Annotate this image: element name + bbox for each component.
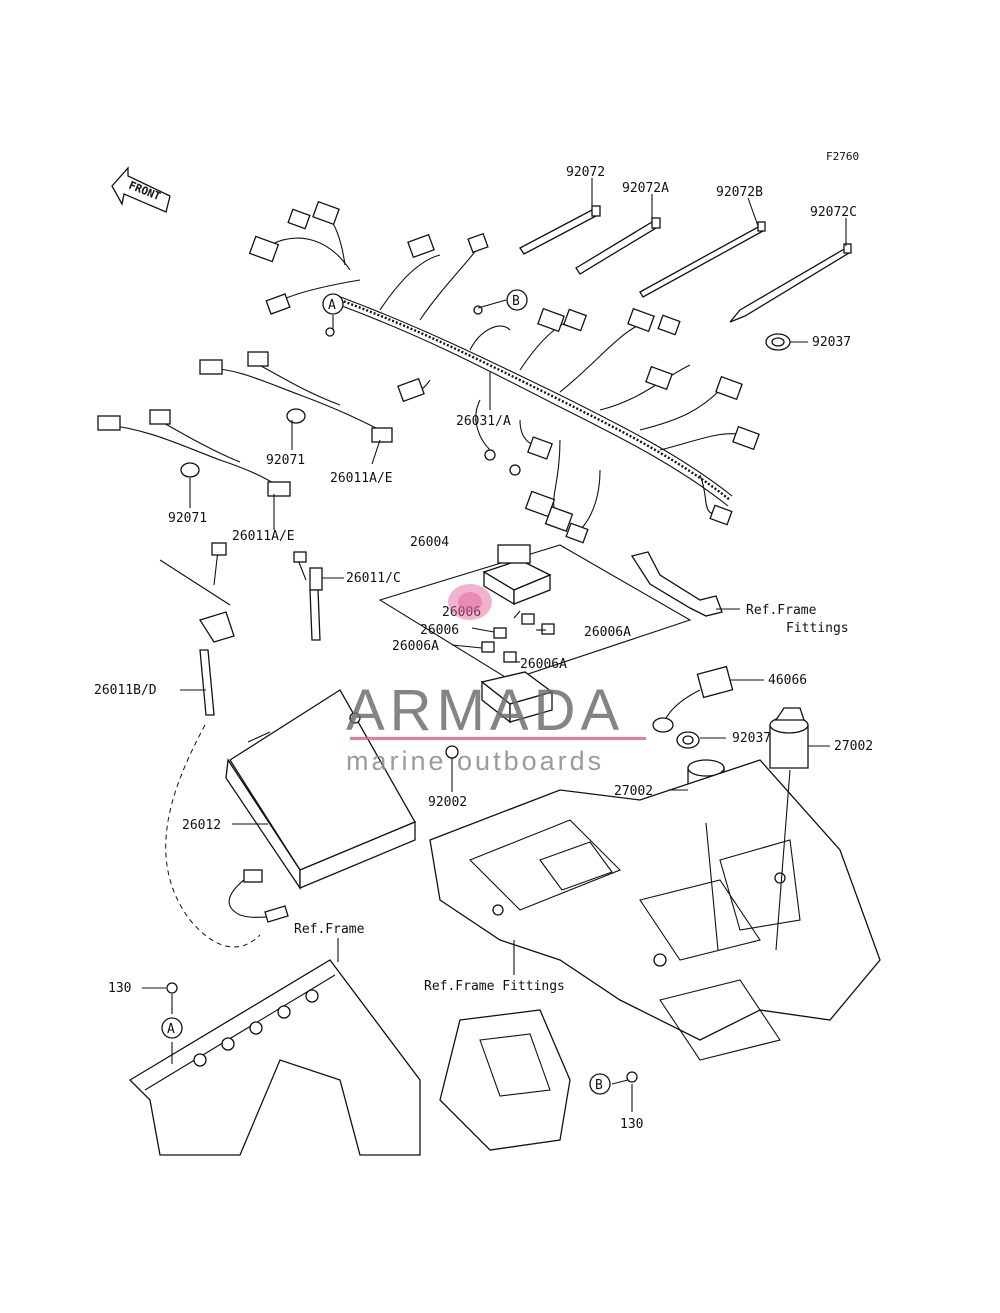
label-92071-b: 92071 — [168, 511, 207, 526]
cable-tie-92072c — [729, 243, 852, 323]
cable-tie-92072a — [575, 217, 661, 275]
watermark-underline — [350, 737, 646, 740]
fuse-box-26004 — [378, 544, 692, 724]
label-130-b: 130 — [620, 1117, 643, 1132]
ref-frame-main — [128, 959, 421, 1156]
callout-labels: 92072 92072A 92072B 92072C 92037 26031/A… — [94, 165, 873, 1132]
front-arrow-icon: FRONT — [111, 166, 171, 213]
ref-frame-bracket-right — [439, 1009, 638, 1151]
label-92037-top: 92037 — [812, 335, 851, 350]
label-92072: 92072 — [566, 165, 605, 180]
marker-b-bottom: B — [595, 1078, 603, 1093]
label-46066: 46066 — [768, 673, 807, 688]
label-26011bd: 26011B/D — [94, 683, 157, 698]
battery-cable-26011c — [293, 551, 323, 641]
figure-id: F2760 — [826, 150, 859, 163]
armada-watermark: ARMADA marine outboards — [346, 584, 646, 776]
leader-lines — [142, 178, 847, 1112]
label-26004: 26004 — [410, 535, 449, 550]
label-92072a: 92072A — [622, 181, 669, 196]
label-92071-a: 92071 — [266, 453, 305, 468]
watermark-tagline: marine outboards — [346, 746, 604, 776]
label-26031a: 26031/A — [456, 414, 511, 429]
sub-harness-26011ae-upper — [199, 351, 393, 443]
relay-46066 — [652, 665, 734, 733]
label-ref-frame: Ref.Frame — [294, 922, 365, 937]
battery-cable-26011bd — [159, 542, 235, 716]
label-ref-frame-fittings-3: Ref.Frame Fittings — [424, 979, 565, 994]
marker-a-bottom: A — [167, 1022, 175, 1037]
label-26011ae-b: 26011A/E — [232, 529, 295, 544]
cable-tie-92072b — [639, 221, 766, 298]
label-27002-a: 27002 — [834, 739, 873, 754]
battery-tray-frame-fittings — [429, 759, 881, 1061]
watermark-brand: ARMADA — [346, 678, 624, 743]
label-92072b: 92072B — [716, 185, 763, 200]
routing-dashed-line — [165, 724, 261, 948]
label-ref-frame-fittings-1: Ref.Frame — [746, 603, 817, 618]
frame-holes — [193, 989, 319, 1067]
label-92002: 92002 — [428, 795, 467, 810]
label-92072c: 92072C — [810, 205, 857, 220]
ref-frame-fitting-bracket — [630, 551, 723, 617]
label-26011c: 26011/C — [346, 571, 401, 586]
marker-b-top: B — [512, 294, 520, 309]
clamp-92037-mid — [676, 731, 700, 749]
screw-92002 — [445, 745, 459, 770]
sub-harness-26011ae-lower — [97, 409, 291, 497]
ground-lead — [228, 869, 289, 923]
cable-tie-92072 — [519, 205, 601, 255]
switch-27002-a — [769, 707, 809, 769]
main-wiring-harness — [248, 200, 760, 544]
label-26012: 26012 — [182, 818, 221, 833]
label-130-a: 130 — [108, 981, 131, 996]
clamp-92037-top — [765, 333, 791, 351]
armada-logo-icon — [448, 584, 492, 620]
marker-a-top: A — [328, 298, 336, 313]
label-26006-b: 26006 — [420, 623, 459, 638]
label-26011ae-a: 26011A/E — [330, 471, 393, 486]
label-92037-mid: 92037 — [732, 731, 771, 746]
label-26006a-b: 26006A — [392, 639, 439, 654]
label-26006a-c: 26006A — [520, 657, 567, 672]
circle-markers: A B A B — [161, 289, 611, 1095]
label-26006a-a: 26006A — [584, 625, 631, 640]
label-27002-b: 27002 — [614, 784, 653, 799]
label-ref-frame-fittings-2: Fittings — [786, 621, 849, 636]
